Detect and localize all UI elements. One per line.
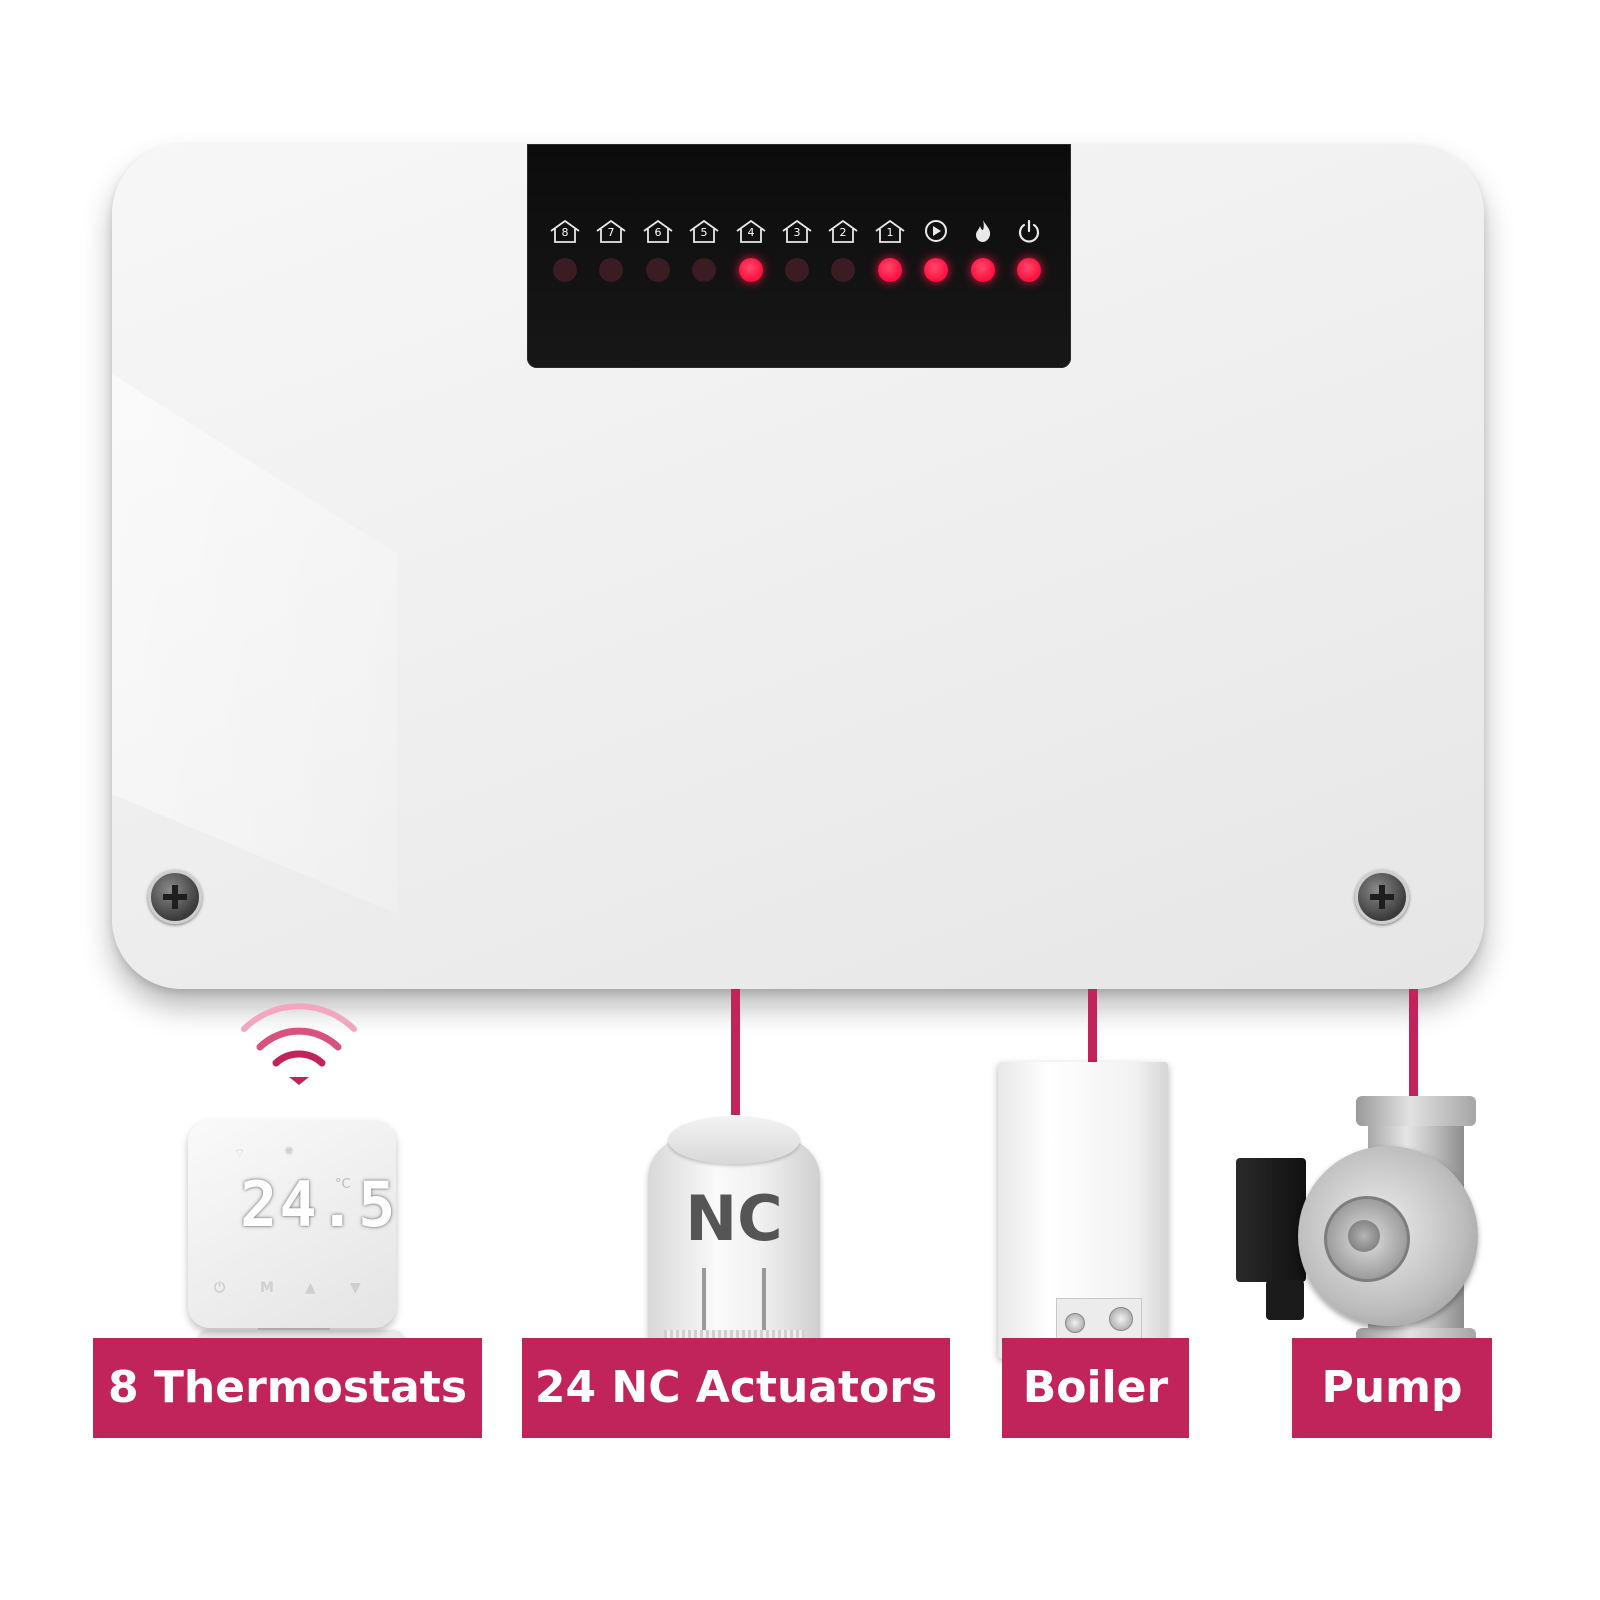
thermostat-wifi-icon: ⌔ xyxy=(234,1146,246,1160)
zone-1-led xyxy=(878,258,902,282)
nc-actuator-device: NC xyxy=(648,1138,820,1358)
zone-8-house-icon: 8 xyxy=(548,218,582,244)
screw-right xyxy=(1355,870,1409,924)
zone-5-led xyxy=(692,258,716,282)
zone-6-house-icon: 6 xyxy=(641,218,675,244)
zone-8-led xyxy=(553,258,577,282)
zone-2-label: 2 xyxy=(839,226,847,239)
zone-7-led xyxy=(599,258,623,282)
pump-label: Pump xyxy=(1292,1338,1492,1438)
zone-5-house-icon: 5 xyxy=(687,218,721,244)
zone-7-house-icon: 7 xyxy=(594,218,628,244)
boiler-device xyxy=(998,1062,1168,1358)
zone-6-led xyxy=(646,258,670,282)
zone-8-label: 8 xyxy=(561,226,569,239)
actuator-wire xyxy=(731,989,740,1115)
zone-5-label: 5 xyxy=(700,226,708,239)
actuator-marking: NC xyxy=(685,1182,783,1255)
thermostat-unit: °C xyxy=(335,1177,351,1192)
pump-nut-top xyxy=(1356,1096,1476,1126)
thermostat-mode-button[interactable]: M xyxy=(260,1280,274,1296)
zone-1-house-icon: 1 xyxy=(873,218,907,244)
zone-2-led xyxy=(831,258,855,282)
actuator-cap xyxy=(668,1116,800,1164)
wifi-signal-icon xyxy=(241,1003,357,1085)
screw-left xyxy=(148,870,202,924)
boiler-status-led xyxy=(971,258,995,282)
zone-1-label: 1 xyxy=(886,226,894,239)
pump-status-led xyxy=(924,258,948,282)
thermostat-sun-icon: ✺ xyxy=(284,1144,295,1158)
pump-terminal-box xyxy=(1236,1158,1306,1282)
zone-3-led xyxy=(785,258,809,282)
power-status-led xyxy=(1017,258,1041,282)
thermostat-up-button[interactable]: ▲ xyxy=(305,1280,316,1296)
thermostat-temperature: 24.5 xyxy=(240,1168,398,1241)
play-icon xyxy=(919,218,953,244)
zone-4-house-icon: 4 xyxy=(734,218,768,244)
boiler-knob-left xyxy=(1065,1313,1085,1333)
pump-bleed-screw xyxy=(1348,1220,1380,1252)
pump-cable-gland xyxy=(1266,1280,1304,1320)
pump-wire xyxy=(1409,989,1418,1099)
boiler-wire xyxy=(1088,989,1097,1065)
indicator-panel: 8 7 6 5 4 3 2 1 xyxy=(527,144,1071,368)
zone-3-house-icon: 3 xyxy=(780,218,814,244)
zone-4-led xyxy=(739,258,763,282)
boiler-knob-right xyxy=(1109,1307,1133,1331)
zone-3-label: 3 xyxy=(793,226,801,239)
zone-2-house-icon: 2 xyxy=(826,218,860,244)
zone-7-label: 7 xyxy=(607,226,615,239)
thermostat-down-button[interactable]: ▼ xyxy=(350,1280,361,1296)
thermostat-device: ⌔ ✺ 24.5 °C ⏻ M ▲ ▼ xyxy=(188,1120,396,1328)
flame-icon xyxy=(966,218,1000,244)
zone-4-label: 4 xyxy=(747,226,755,239)
thermostats-label: 8 Thermostats xyxy=(93,1338,482,1438)
boiler-label: Boiler xyxy=(1002,1338,1189,1438)
zone-6-label: 6 xyxy=(654,226,662,239)
actuators-label: 24 NC Actuators xyxy=(522,1338,950,1438)
power-icon xyxy=(1012,218,1046,244)
thermostat-power-button[interactable]: ⏻ xyxy=(214,1280,226,1296)
circulation-pump-device xyxy=(1236,1096,1492,1358)
